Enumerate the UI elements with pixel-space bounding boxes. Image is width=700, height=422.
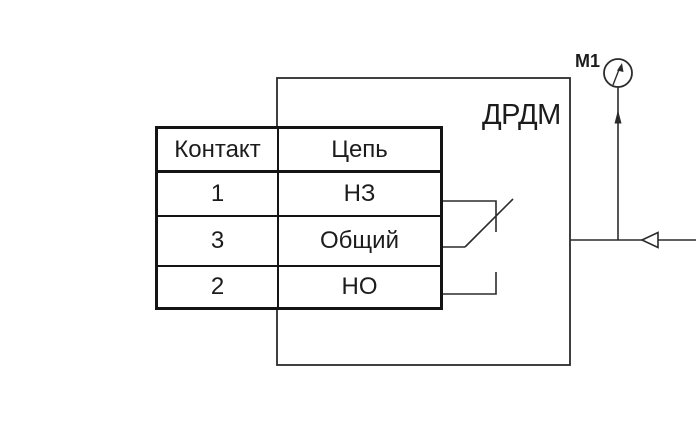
header-circuit: Цепь [277,126,443,173]
table-header-row: Контакт Цепь [155,126,443,173]
table-row: 3 Общий [155,214,443,267]
cell-circuit-name: НО [277,264,443,310]
table-row: 2 НО [155,264,443,310]
inlet-arrowhead-icon [640,231,659,249]
changeover-switch-symbol [440,198,514,295]
contact-table: Контакт Цепь 1 НЗ 3 Общий 2 НО [155,126,443,310]
cell-circuit-name: НЗ [277,170,443,217]
switch-lever-line [464,198,514,248]
gauge-needle-arrowhead-icon [617,63,624,72]
table-row: 1 НЗ [155,170,443,217]
cell-contact-number: 2 [155,264,279,310]
cell-contact-number: 1 [155,170,279,217]
flow-up-arrow-icon [614,110,622,124]
pressure-gauge-icon [603,58,633,88]
header-contact: Контакт [155,126,279,173]
gauge-label: М1 [575,51,600,71]
contact-nc-lead [440,200,497,232]
cell-contact-number: 3 [155,214,279,267]
contact-no-lead [440,272,497,295]
cell-circuit-name: Общий [277,214,443,267]
device-label: ДРДМ [482,99,561,131]
